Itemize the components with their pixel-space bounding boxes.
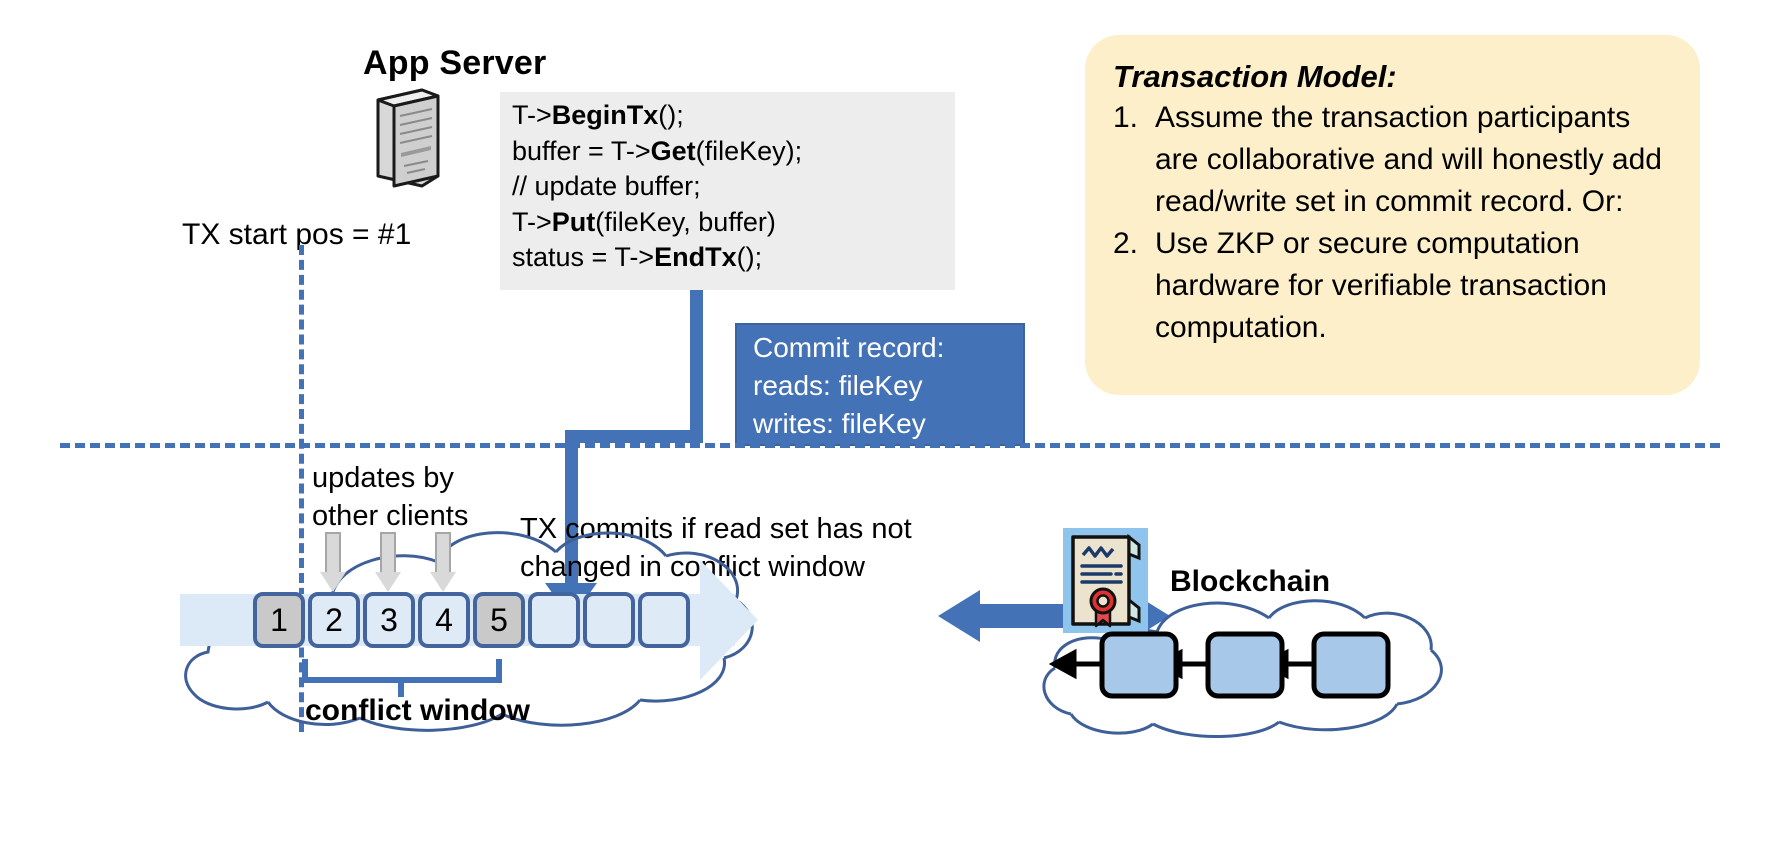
commit-record-reads: reads: fileKey — [753, 370, 923, 401]
ledger-box[interactable] — [638, 592, 690, 648]
ledger-box-row: 1 2 3 4 5 — [253, 592, 690, 648]
commit-record-writes: writes: fileKey — [753, 408, 926, 439]
commit-flow-horizontal — [565, 430, 703, 443]
blockchain-cloud-icon — [1035, 588, 1465, 738]
sync-double-arrow-icon — [938, 588, 1170, 644]
code-line-2: buffer = T->Get(fileKey); — [512, 135, 803, 166]
updates-by-other-clients-label: updates by other clients — [312, 459, 468, 535]
conflict-window-bracket — [302, 659, 502, 683]
update-arrow-2 — [375, 532, 401, 592]
ledger-box[interactable]: 4 — [418, 592, 470, 648]
tx-commits-line2: changed in conflict window — [520, 551, 865, 583]
code-line-3: // update buffer; — [512, 171, 701, 201]
transaction-model-list: 1. Assume the transaction participants a… — [1113, 97, 1678, 349]
blockchain-label: Blockchain — [1170, 565, 1331, 598]
commit-flow-vertical-upper — [690, 290, 703, 442]
code-line-1: T->BeginTx(); — [512, 100, 684, 130]
ledger-strip-arrowhead — [700, 560, 758, 680]
transaction-model-card: Transaction Model: 1. Assume the transac… — [1085, 35, 1700, 395]
transaction-model-heading: Transaction Model: — [1113, 59, 1397, 94]
update-arrow-3 — [430, 532, 456, 592]
tx-commits-condition-label: TX commits if read set has not changed i… — [520, 510, 912, 586]
code-line-5: status = T->EndTx(); — [512, 242, 763, 272]
list-marker-2: 2. — [1113, 227, 1139, 260]
ledger-box[interactable]: 1 — [253, 592, 305, 648]
updates-label-line1: updates by — [312, 462, 454, 494]
ledger-box[interactable]: 2 — [308, 592, 360, 648]
updates-label-line2: other clients — [312, 500, 469, 532]
app-server-title: App Server — [363, 44, 547, 82]
transaction-model-item-2: 2. Use ZKP or secure computation hardwar… — [1113, 223, 1678, 349]
ledger-box[interactable]: 3 — [363, 592, 415, 648]
update-arrow-1 — [320, 532, 346, 592]
ledger-box[interactable] — [583, 592, 635, 648]
commit-record-title: Commit record: — [753, 332, 945, 363]
server-icon — [370, 84, 446, 192]
blockchain-blocks — [1040, 630, 1430, 710]
list-marker-1: 1. — [1113, 101, 1139, 134]
conflict-window-label: conflict window — [305, 694, 530, 727]
commit-flow-vertical-lower — [565, 430, 578, 590]
horizontal-dashed-separator — [60, 443, 1720, 448]
code-line-4: T->Put(fileKey, buffer) — [512, 206, 776, 237]
certificate-icon — [1063, 528, 1148, 633]
conflict-window-bracket-tick — [398, 683, 404, 697]
ledger-box[interactable]: 5 — [473, 592, 525, 648]
tx-start-dashed-line — [299, 245, 304, 732]
list-text-1: Assume the transaction participants are … — [1155, 101, 1662, 218]
transaction-model-item-1: 1. Assume the transaction participants a… — [1113, 97, 1678, 223]
code-panel: T->BeginTx(); buffer = T->Get(fileKey); … — [500, 92, 955, 290]
tx-commits-line1: TX commits if read set has not — [520, 513, 912, 545]
commit-record-box: Commit record: reads: fileKey writes: fi… — [735, 323, 1025, 446]
ledger-box[interactable] — [528, 592, 580, 648]
list-text-2: Use ZKP or secure computation hardware f… — [1155, 227, 1607, 344]
tx-start-pos-label: TX start pos = #1 — [182, 218, 412, 251]
